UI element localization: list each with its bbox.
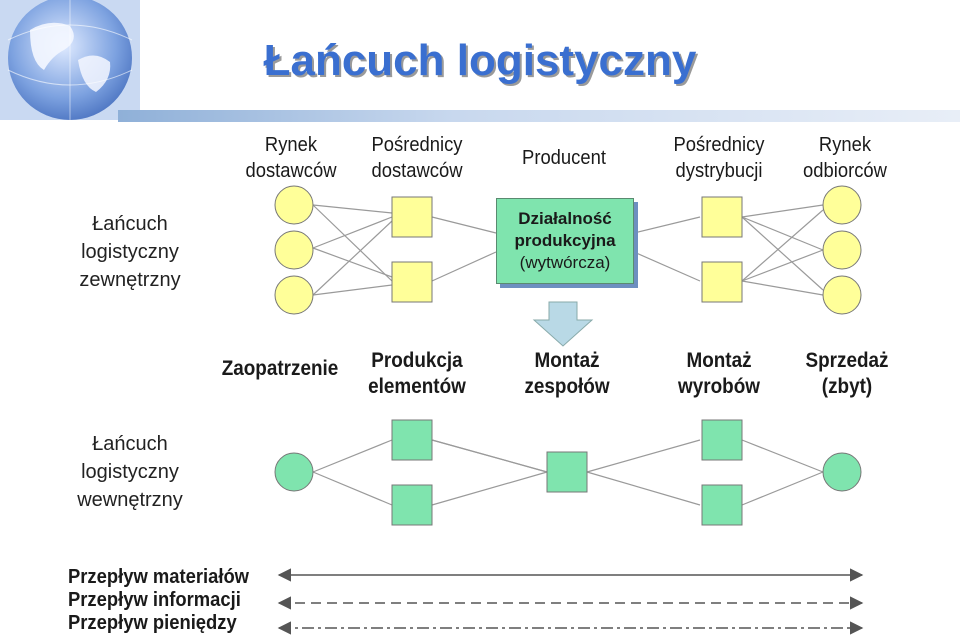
customer-node: [822, 185, 862, 225]
intermediary-node: [391, 196, 433, 238]
element-production-node: [391, 419, 433, 461]
col-sales: Sprzedaż(zbyt): [805, 349, 889, 398]
col-supply: Zaopatrzenie: [221, 357, 339, 380]
legend-information-flow: Przepływ informacji: [68, 589, 241, 611]
supply-node: [274, 452, 314, 492]
supplier-node: [274, 185, 314, 225]
product-assembly-node: [701, 419, 743, 461]
distribution-intermediary-nodes: [701, 196, 743, 303]
down-arrow-icon: [532, 301, 594, 347]
supplier-market-nodes: [274, 185, 314, 315]
page-title: Łańcuch logistyczny: [263, 36, 697, 85]
product-assembly-node: [701, 484, 743, 526]
legend-material-flow: Przepływ materiałów: [68, 566, 250, 588]
col-producer: Producent: [522, 147, 606, 169]
supplier-intermediary-nodes: [391, 196, 433, 303]
globe-icon: [0, 0, 140, 120]
production-activity-box: Działalność produkcyjna (wytwórcza): [496, 198, 634, 284]
element-production-node: [391, 484, 433, 526]
supplier-node: [274, 275, 314, 315]
legend-money-flow: Przepływ pieniędzy: [68, 612, 237, 634]
sales-node: [822, 452, 862, 492]
customer-node: [822, 275, 862, 315]
header-bar: [118, 110, 960, 122]
intermediary-node: [701, 196, 743, 238]
intermediary-node: [701, 261, 743, 303]
supplier-node: [274, 230, 314, 270]
internal-connectors: [312, 439, 824, 506]
intermediary-node: [391, 261, 433, 303]
external-connectors: [312, 204, 824, 296]
customer-market-nodes: [822, 185, 862, 315]
assembly-node: [546, 451, 588, 493]
customer-node: [822, 230, 862, 270]
flow-legend: Przepływ materiałów Przepływ informacji …: [68, 566, 249, 635]
